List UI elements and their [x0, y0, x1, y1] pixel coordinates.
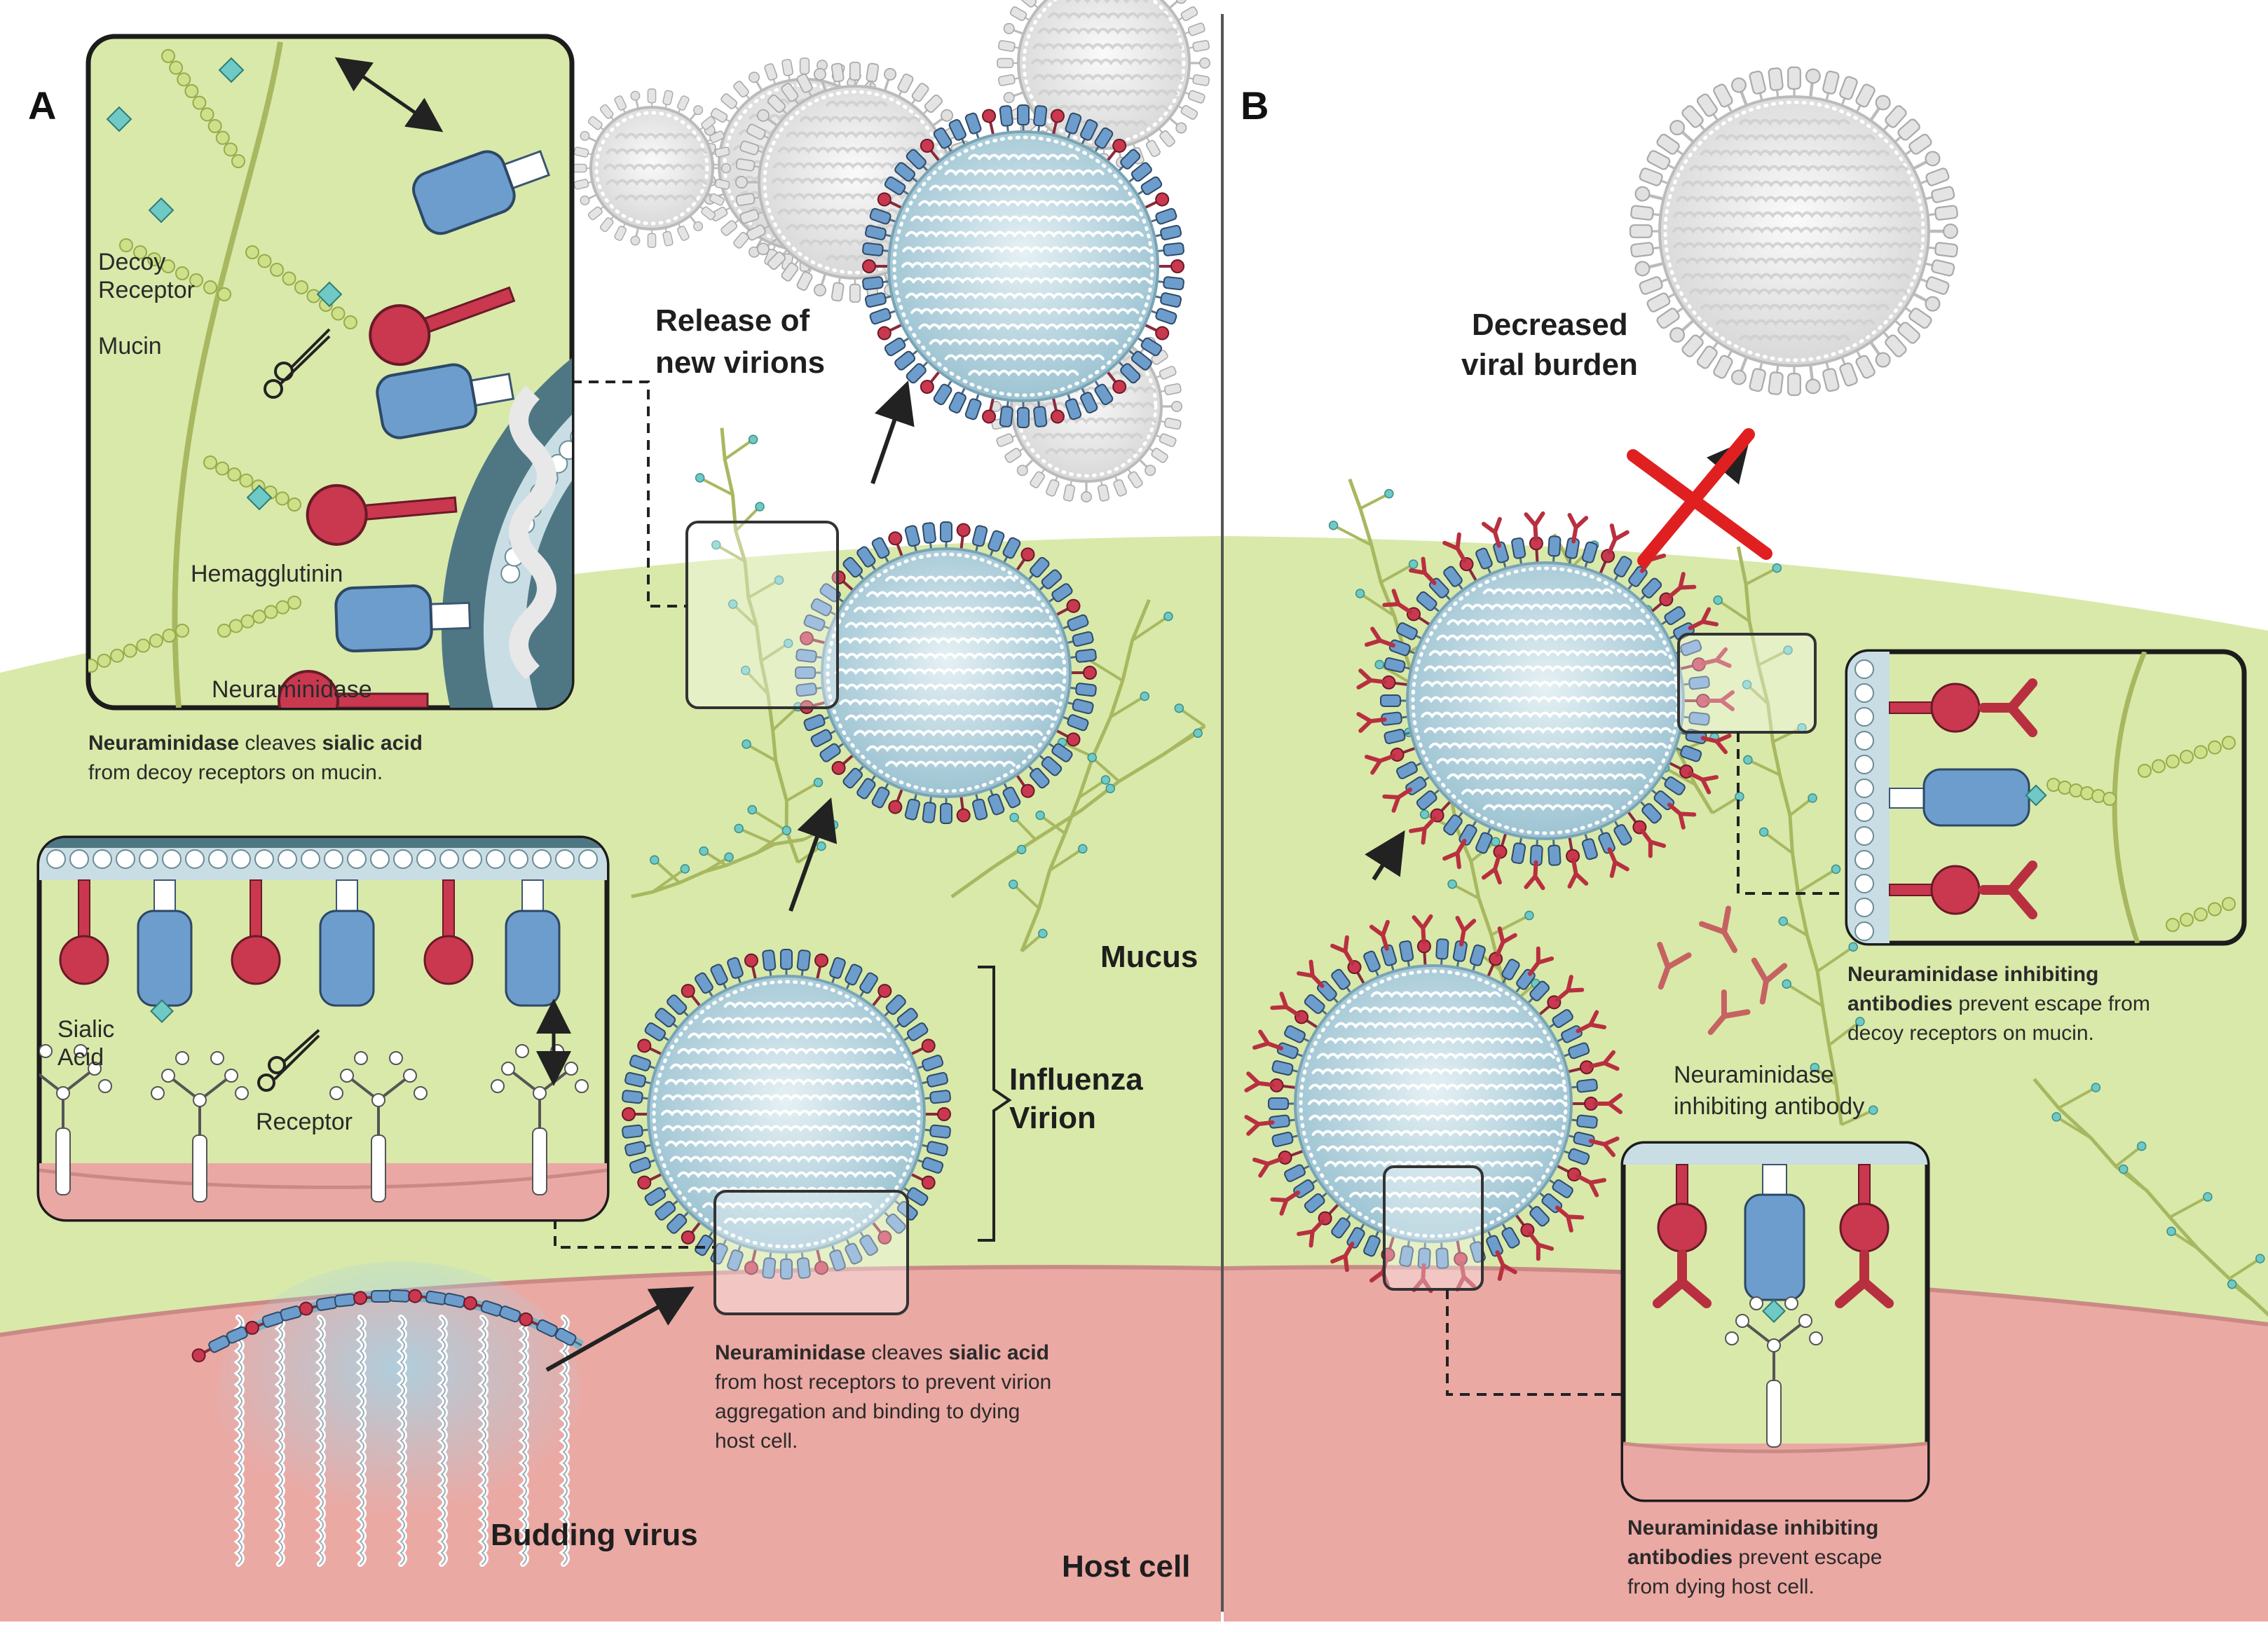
caption-host-cleave-line3: aggregation and binding to dying	[715, 1400, 1020, 1423]
decreased-burden-label-2: viral burden	[1461, 348, 1638, 382]
text-labels: A B Decoy Receptor Mucin Hemagglutinin N…	[28, 83, 2150, 1598]
zoom-box-mucin-b	[1677, 633, 1817, 734]
ghost-virion-4	[572, 88, 731, 248]
cleared-virion	[1629, 66, 1959, 397]
caption-host-cleave-line2: from host receptors to prevent virion	[715, 1371, 1051, 1394]
neuraminidase-label: Neuraminidase	[212, 676, 372, 703]
antibody-coated-virion-1	[1356, 511, 1735, 891]
host-cell-label: Host cell	[1062, 1549, 1190, 1584]
mucus-label: Mucus	[1100, 940, 1198, 974]
budding-virus	[191, 1261, 585, 1567]
scissors-icon-2	[257, 1029, 320, 1092]
hemagglutinin-label: Hemagglutinin	[191, 561, 343, 587]
caption-mucin-cleave-line1: Neuraminidase cleaves sialic acid	[88, 732, 423, 755]
panel-label-b: B	[1241, 83, 1269, 128]
inset-mucin-decoy-receptor	[86, 34, 575, 711]
arrow-b-up	[1365, 830, 1405, 881]
inset-antibody-host	[1620, 1141, 1930, 1502]
zoom-box-host-a	[713, 1190, 909, 1315]
nai-antibody-label-1: Neuraminidase	[1674, 1062, 1834, 1088]
caption-nai-host-line2: antibodies prevent escape	[1627, 1546, 1883, 1569]
arrows	[545, 380, 1772, 1372]
virion-bracket	[978, 966, 1012, 1242]
caption-host-cleave-line4: host cell.	[715, 1429, 798, 1453]
host-cell-layer	[0, 1267, 1221, 1621]
caption-nai-mucin-line1: Neuraminidase inhibiting	[1847, 963, 2098, 986]
scissors-icon	[264, 328, 331, 399]
mucin-label: Mucin	[98, 333, 162, 359]
caption-host-cleave-line1: Neuraminidase cleaves sialic acid	[715, 1341, 1049, 1364]
inhibition-cross-icon	[1627, 428, 1772, 567]
arrow-budding-to-virion	[545, 1287, 695, 1372]
sialic-acid-label-1: Sialic	[57, 1016, 114, 1043]
sialic-acid-label-2: Acid	[57, 1044, 104, 1071]
caption-mucin-cleave-line2: from decoy receptors on mucin.	[88, 761, 383, 784]
receptor-label: Receptor	[256, 1109, 353, 1135]
caption-nai-host-line1: Neuraminidase inhibiting	[1627, 1516, 1878, 1540]
release-label-1: Release of	[655, 303, 809, 338]
budding-virus-label: Budding virus	[491, 1518, 698, 1552]
caption-nai-host-line3: from dying host cell.	[1627, 1575, 1815, 1598]
arrow-upward-1	[788, 797, 838, 912]
mid-virion	[795, 521, 1097, 824]
nai-antibody-label-2: inhibiting antibody	[1674, 1093, 1864, 1120]
caption-nai-mucin-line3: decoy receptors on mucin.	[1847, 1022, 2094, 1045]
leader-lines	[554, 380, 1847, 1396]
free-antibodies	[1657, 905, 1788, 1035]
released-virion	[862, 104, 1184, 428]
zoom-boxes	[685, 521, 1817, 1315]
inset-antibody-mucin	[1845, 649, 2247, 946]
influenza-virion-label-1: Influenza	[1009, 1062, 1143, 1097]
decoy-receptor-label-1: Decoy	[98, 249, 165, 275]
decreased-burden-label-1: Decreased	[1472, 308, 1628, 342]
arrow-release	[870, 380, 915, 484]
caption-nai-mucin-line2: antibodies prevent escape from	[1847, 992, 2150, 1015]
release-label-2: new virions	[655, 345, 825, 380]
zoom-box-host-b	[1383, 1165, 1484, 1291]
virions	[572, 0, 1959, 1294]
antibody-coated-virion-2	[1244, 914, 1623, 1294]
inset-host-receptor	[36, 835, 610, 1222]
influenza-virion-label-2: Virion	[1009, 1101, 1096, 1135]
zoom-box-mucin-a	[685, 521, 839, 709]
panel-label-a: A	[28, 83, 56, 128]
decoy-receptor-label-2: Receptor	[98, 277, 195, 303]
